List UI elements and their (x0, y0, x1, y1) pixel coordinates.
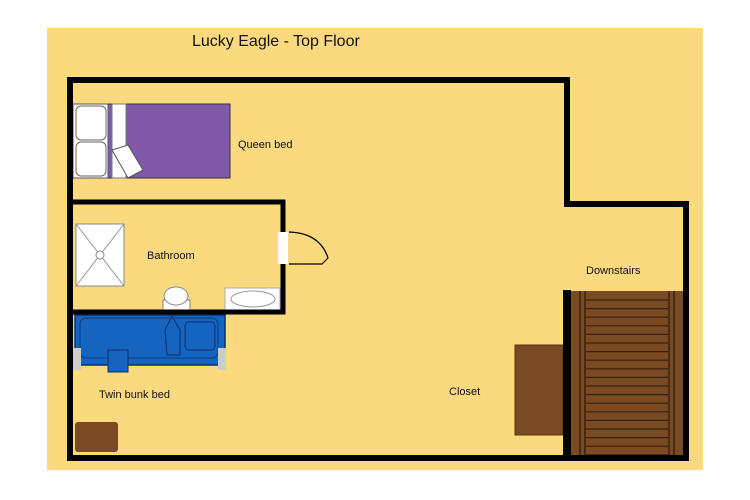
ladder-icon (107, 349, 129, 373)
room-label-queen-bed: Queen bed (238, 139, 292, 151)
queen-bed (72, 103, 231, 179)
pillow-icon (75, 141, 107, 177)
room-label-downstairs: Downstairs (586, 265, 641, 277)
staircase (570, 291, 684, 457)
door-swing-icon (288, 231, 329, 265)
bathroom-door[interactable] (278, 232, 288, 264)
toilet (162, 286, 191, 311)
shower (75, 223, 125, 287)
room-label-bathroom: Bathroom (147, 250, 195, 262)
sink (224, 287, 281, 311)
pillow-icon (75, 105, 107, 141)
twin-bunk-bed (73, 314, 226, 373)
stair-wall (563, 290, 571, 458)
plan-title: Lucky Eagle - Top Floor (192, 33, 360, 50)
nightstand (75, 422, 118, 452)
closet-furniture (514, 344, 564, 436)
outer-wall (67, 77, 689, 461)
room-label-twin-bunk-bed: Twin bunk bed (99, 389, 170, 401)
room-label-closet: Closet (449, 386, 480, 398)
